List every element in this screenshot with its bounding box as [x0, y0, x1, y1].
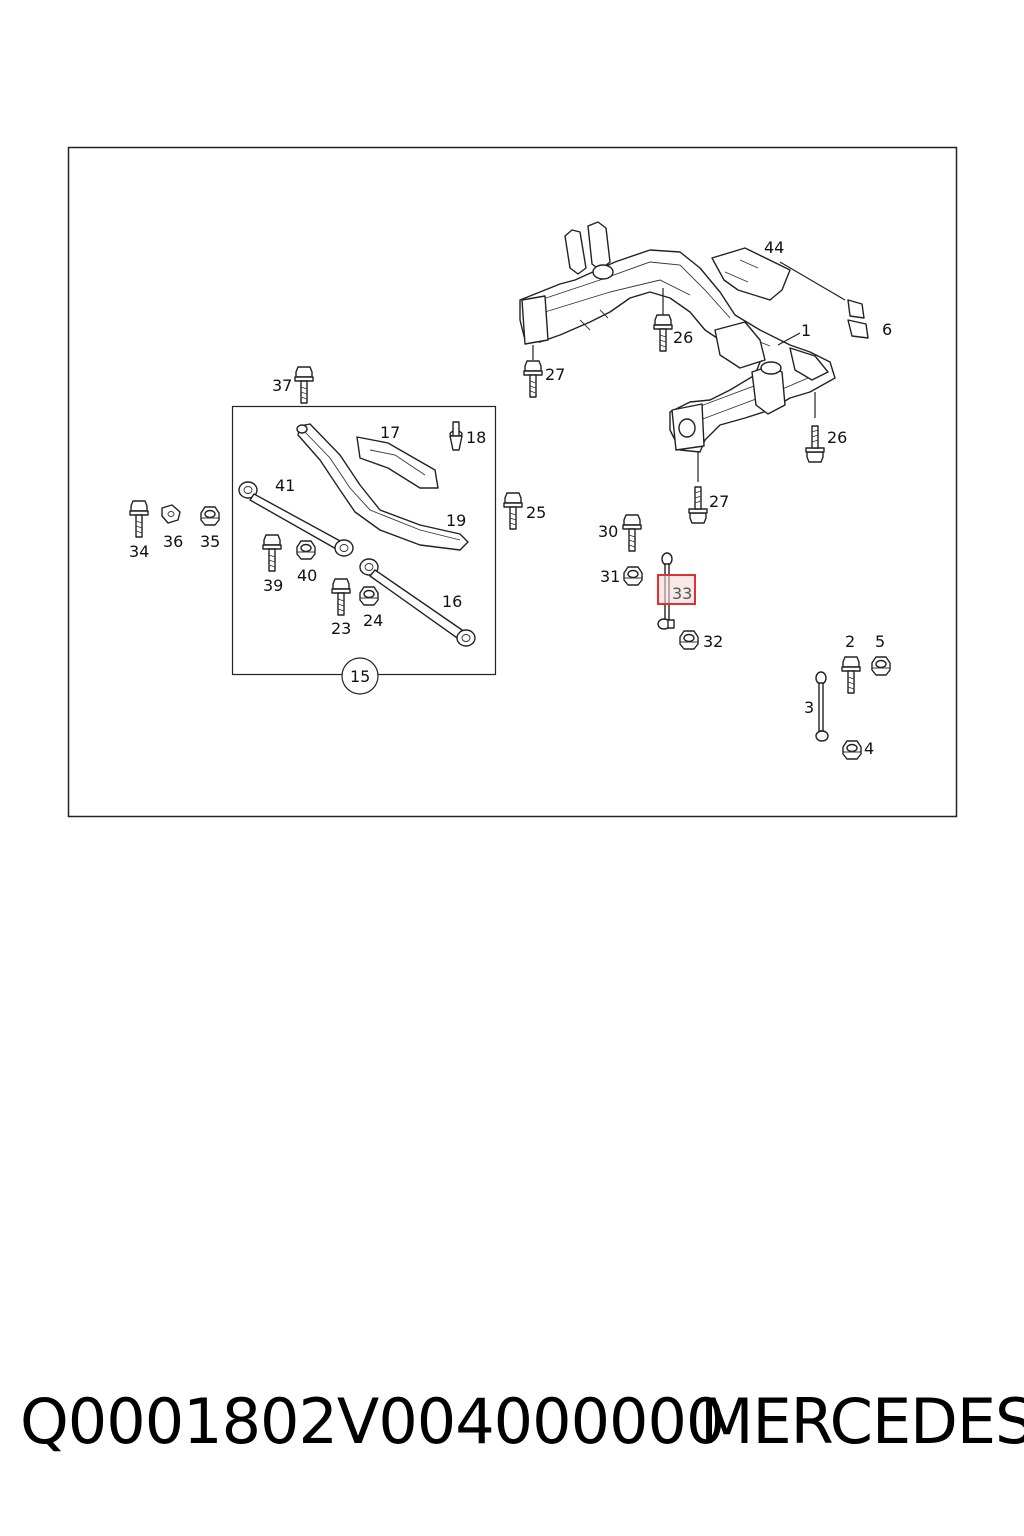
- label-5[interactable]: 5: [875, 632, 885, 651]
- label-19[interactable]: 19: [446, 511, 466, 530]
- label-39[interactable]: 39: [263, 576, 283, 595]
- label-32[interactable]: 32: [703, 632, 723, 651]
- label-17[interactable]: 17: [380, 423, 400, 442]
- label-26-upper[interactable]: 26: [673, 328, 693, 347]
- bolt-27-upper: [523, 345, 543, 398]
- part-number: Q0001802V004000000: [20, 1385, 725, 1458]
- part-44-plate: [711, 247, 846, 301]
- brand-name: MERCEDES: [700, 1385, 1024, 1458]
- bolt-30: [622, 514, 642, 552]
- label-41[interactable]: 41: [275, 476, 295, 495]
- nut-24: [359, 586, 379, 606]
- label-37[interactable]: 37: [272, 376, 292, 395]
- label-40[interactable]: 40: [297, 566, 317, 585]
- bolt-39: [262, 534, 282, 572]
- label-35[interactable]: 35: [200, 532, 220, 551]
- nut-5: [871, 656, 891, 676]
- bolt-37: [294, 366, 314, 404]
- label-6[interactable]: 6: [882, 320, 892, 339]
- label-25[interactable]: 25: [526, 503, 546, 522]
- label-27-upper[interactable]: 27: [545, 365, 565, 384]
- trailing-arm-19: [296, 423, 469, 551]
- stabilizer-link-3: [815, 671, 829, 742]
- nut-31: [623, 566, 643, 586]
- bolt-27-lower: [688, 452, 708, 524]
- bolt-34: [129, 500, 149, 538]
- control-arm-41: [238, 481, 354, 557]
- label-36[interactable]: 36: [163, 532, 183, 551]
- label-27-lower[interactable]: 27: [709, 492, 729, 511]
- label-31[interactable]: 31: [600, 567, 620, 586]
- nut-36: [161, 504, 181, 524]
- label-33[interactable]: 33: [672, 584, 692, 603]
- nut-4: [842, 740, 862, 760]
- rear-subframe: [519, 221, 836, 453]
- kit-15-circle: [341, 657, 379, 695]
- label-23[interactable]: 23: [331, 619, 351, 638]
- label-16[interactable]: 16: [442, 592, 462, 611]
- label-1[interactable]: 1: [801, 321, 811, 340]
- bolt-23: [331, 578, 351, 616]
- diagram-frame: [67, 146, 958, 818]
- rivet-18: [449, 421, 463, 451]
- label-15[interactable]: 15: [350, 667, 370, 686]
- label-44[interactable]: 44: [764, 238, 784, 257]
- label-18[interactable]: 18: [466, 428, 486, 447]
- bolt-2: [841, 656, 861, 694]
- part-6-bracket: [847, 299, 869, 339]
- bolt-26-upper: [653, 288, 673, 352]
- nut-32: [679, 630, 699, 650]
- bolt-26-lower: [805, 392, 825, 463]
- control-arm-16: [359, 558, 476, 647]
- label-24[interactable]: 24: [363, 611, 383, 630]
- label-30[interactable]: 30: [598, 522, 618, 541]
- nut-40: [296, 540, 316, 560]
- label-34[interactable]: 34: [129, 542, 149, 561]
- label-26-lower[interactable]: 26: [827, 428, 847, 447]
- label-4[interactable]: 4: [864, 739, 874, 758]
- cover-17: [356, 436, 439, 489]
- nut-35: [200, 506, 220, 526]
- label-2[interactable]: 2: [845, 632, 855, 651]
- highlight-box-33[interactable]: [657, 574, 696, 605]
- label-3[interactable]: 3: [804, 698, 814, 717]
- bolt-25: [503, 492, 523, 530]
